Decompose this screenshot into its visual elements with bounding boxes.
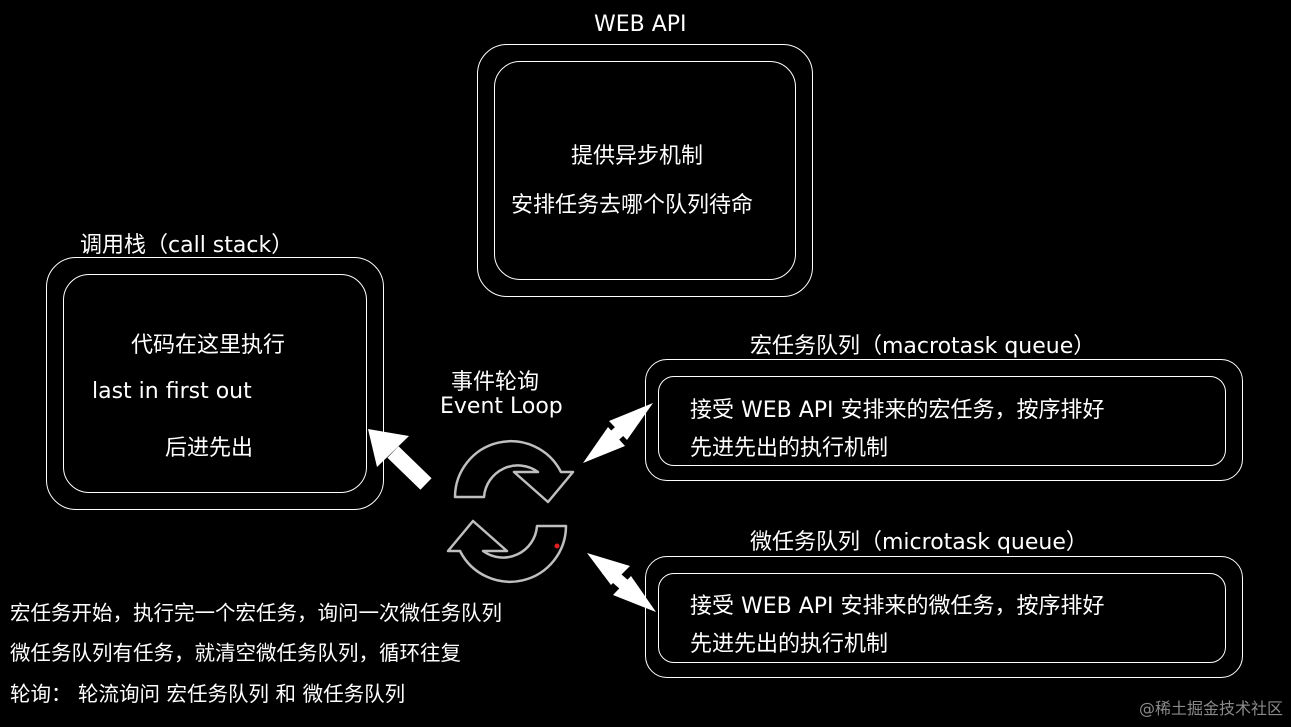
- event-loop-label-cn: 事件轮询: [451, 370, 540, 395]
- web-api-line-2: 安排任务去哪个队列待命: [511, 193, 754, 218]
- microtask-queue-box: [658, 573, 1226, 663]
- call-stack-box-outer: [46, 257, 384, 510]
- call-stack-title: 调用栈（call stack）: [80, 233, 294, 258]
- web-api-box-outer: [477, 44, 813, 297]
- macrotask-queue-title: 宏任务队列（macrotask queue）: [750, 334, 1096, 359]
- watermark: @稀土掘金技术社区: [1138, 699, 1283, 718]
- call-stack-box: [63, 274, 367, 493]
- call-stack-line-1: 代码在这里执行: [131, 333, 286, 358]
- web-api-line-1: 提供异步机制: [571, 144, 704, 169]
- arrow-microtask-double: [587, 553, 656, 612]
- macrotask-queue-box: [658, 376, 1226, 466]
- web-api-title: WEB API: [594, 12, 687, 37]
- arrow-to-call-stack: [368, 429, 432, 490]
- macrotask-queue-line-2: 先进先出的执行机制: [690, 436, 889, 461]
- microtask-queue-line-1: 接受 WEB API 安排来的微任务，按序排好: [690, 594, 1105, 619]
- web-api-box: [494, 61, 796, 280]
- call-stack-line-3: 后进先出: [165, 436, 254, 461]
- note-line-3: 轮询： 轮流询问 宏任务队列 和 微任务队列: [10, 682, 406, 706]
- refresh-cycle-icon: [446, 439, 575, 584]
- macrotask-queue-box-outer: [645, 359, 1243, 481]
- call-stack-line-2: last in first out: [92, 379, 252, 404]
- note-line-2: 微任务队列有任务，就清空微任务队列，循环往复: [10, 641, 461, 665]
- macrotask-queue-line-1: 接受 WEB API 安排来的宏任务，按序排好: [690, 398, 1105, 423]
- arrow-macrotask-double: [583, 403, 653, 463]
- indicator-dot: [554, 543, 560, 549]
- microtask-queue-line-2: 先进先出的执行机制: [690, 632, 889, 657]
- microtask-queue-box-outer: [645, 556, 1243, 678]
- note-line-1: 宏任务开始，执行完一个宏任务，询问一次微任务队列: [10, 601, 502, 625]
- microtask-queue-title: 微任务队列（microtask queue）: [750, 530, 1088, 555]
- event-loop-label-en: Event Loop: [440, 394, 563, 419]
